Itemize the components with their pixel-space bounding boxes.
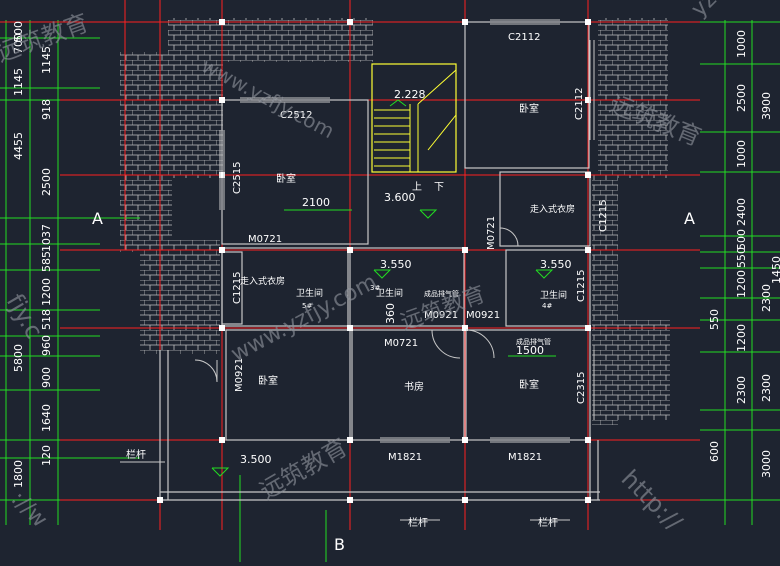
- dim-inner-960: 960: [40, 335, 53, 356]
- dim-360: 360: [384, 303, 397, 324]
- tag-door-0721-a: M0721: [248, 234, 282, 245]
- dim-inner-1037: 1037: [40, 224, 53, 252]
- dim-right-500: 500: [735, 229, 748, 250]
- level-3550-b: 3.550: [540, 258, 572, 271]
- dim-inner-518: 518: [40, 309, 53, 330]
- room-bath-right-sub: 4#: [542, 302, 552, 310]
- dim-right-outer-2300b: 2300: [760, 374, 773, 402]
- dim-right-550a: 550: [735, 247, 748, 268]
- dim-right-outer-3000: 3000: [760, 450, 773, 478]
- railing-bottom-mid: 栏杆: [408, 516, 428, 529]
- room-study: 书房: [404, 380, 424, 393]
- tag-door-0721-c: M0721: [384, 338, 418, 349]
- dim-outer-5800: 5800: [12, 344, 25, 372]
- dim-inner-120: 120: [40, 445, 53, 466]
- dim-right-edge-1450: 1450: [770, 256, 780, 284]
- tag-door-0921-a: M0921: [424, 310, 458, 321]
- duct-right-label: 成品排气管: [516, 337, 551, 346]
- stair: [371, 63, 457, 173]
- tag-window-2315: C2315: [576, 372, 587, 404]
- room-bath-mid: 卫生间: [376, 287, 403, 299]
- axis-label-left: A: [92, 209, 103, 228]
- dim-inner-1640: 1640: [40, 404, 53, 432]
- tag-window-1215-l: C1215: [232, 272, 243, 304]
- dim-outer-4455: 4455: [12, 132, 25, 160]
- dim-right-outer-3900: 3900: [760, 92, 773, 120]
- tag-window-right: C2112: [574, 88, 585, 120]
- dim-inner-900: 900: [40, 367, 53, 388]
- railings: [120, 461, 570, 521]
- tag-window-1215-r2: C1215: [576, 270, 587, 302]
- windows: [219, 19, 595, 443]
- dim-inner-2500: 2500: [40, 168, 53, 196]
- room-bedroom-sw: 卧室: [258, 374, 278, 387]
- room-walkin-closet-w: 走入式衣房: [240, 275, 285, 287]
- axis-label-bottom: B: [334, 535, 345, 554]
- level-3500: 3.500: [240, 453, 272, 466]
- dim-top-stack-500: 500: [12, 21, 25, 42]
- opening-tags: C2112 C2112 C2512 C2515 C1215 C1215 C121…: [232, 32, 609, 463]
- dim-inner-585: 585: [40, 251, 53, 272]
- dim-right-550b: 550: [708, 309, 721, 330]
- level-3600: 3.600: [384, 191, 416, 204]
- dim-right-1200a: 1200: [735, 270, 748, 298]
- dim-right-600: 600: [708, 441, 721, 462]
- duct-left-label: 成品排气管: [424, 289, 459, 298]
- dim-right-1000a: 1000: [735, 30, 748, 58]
- dim-1500: 1500: [516, 344, 544, 357]
- dim-right-2300: 2300: [735, 376, 748, 404]
- tag-door-0921-c: M0921: [234, 358, 245, 392]
- roof-hatch: [120, 18, 670, 425]
- tag-door-1821-a: M1821: [388, 452, 422, 463]
- dim-inner-1145: 1145: [40, 46, 53, 74]
- room-bath-left-sub: 5#: [302, 302, 312, 310]
- dim-outer-1800: 1800: [12, 460, 25, 488]
- room-bath-left: 卫生间: [296, 287, 323, 299]
- railing-left: 栏杆: [126, 448, 146, 461]
- room-labels: 卧室 卧室 卧室 卧室 书房 走入式衣房 走入式衣房 卫生间 5# 卫生间 3#…: [240, 102, 575, 393]
- tag-window-2512: C2512: [280, 110, 312, 121]
- tag-window-2515: C2515: [232, 162, 243, 194]
- dim-2100: 2100: [302, 196, 330, 209]
- columns: [157, 19, 591, 503]
- room-bedroom-se: 卧室: [519, 378, 539, 391]
- dim-inner-1200: 1200: [40, 278, 53, 306]
- level-2228: 2.228: [394, 88, 426, 101]
- tag-window-top: C2112: [508, 32, 540, 43]
- stair-down-label: 下: [434, 182, 444, 193]
- dim-inner-700: 700: [12, 33, 25, 54]
- level-labels: 2.228 3.600 3.550 3.550 3.500 2100 1500 …: [240, 88, 572, 466]
- room-bath-mid-sub: 3#: [370, 284, 380, 292]
- tag-door-0921-b: M0921: [466, 310, 500, 321]
- dim-right-1000b: 1000: [735, 140, 748, 168]
- dim-inner-918: 918: [40, 99, 53, 120]
- axis-label-right: A: [684, 209, 695, 228]
- tag-window-1215-r: C1215: [598, 200, 609, 232]
- room-bedroom-ne: 卧室: [519, 102, 539, 115]
- dim-right-outer-2300a: 2300: [760, 284, 773, 312]
- tag-door-1821-b: M1821: [508, 452, 542, 463]
- dim-right-2500: 2500: [735, 84, 748, 112]
- dim-right-2400: 2400: [735, 198, 748, 226]
- left-dimension-labels: 4455 5800 1800 500 700 1145 1145 918 250…: [12, 21, 53, 488]
- level-3550-a: 3.550: [380, 258, 412, 271]
- room-bedroom-nw: 卧室: [276, 172, 296, 185]
- door-swings: [194, 227, 519, 383]
- level-markers: [211, 99, 556, 477]
- room-walkin-closet-ne: 走入式衣房: [530, 203, 575, 215]
- dim-right-1200b: 1200: [735, 324, 748, 352]
- railing-bottom-right: 栏杆: [538, 516, 558, 529]
- railing-labels: 栏杆 栏杆 栏杆: [126, 448, 558, 529]
- stair-up-label: 上: [412, 181, 422, 193]
- dim-top-stack-1145: 1145: [12, 68, 25, 96]
- axis-labels: A A B: [92, 209, 695, 554]
- right-dimension-labels: 1000 2500 1000 2400 500 550 1200 550 120…: [708, 30, 780, 478]
- room-bath-right: 卫生间: [540, 289, 567, 301]
- tag-door-0721-b: M0721: [486, 216, 497, 250]
